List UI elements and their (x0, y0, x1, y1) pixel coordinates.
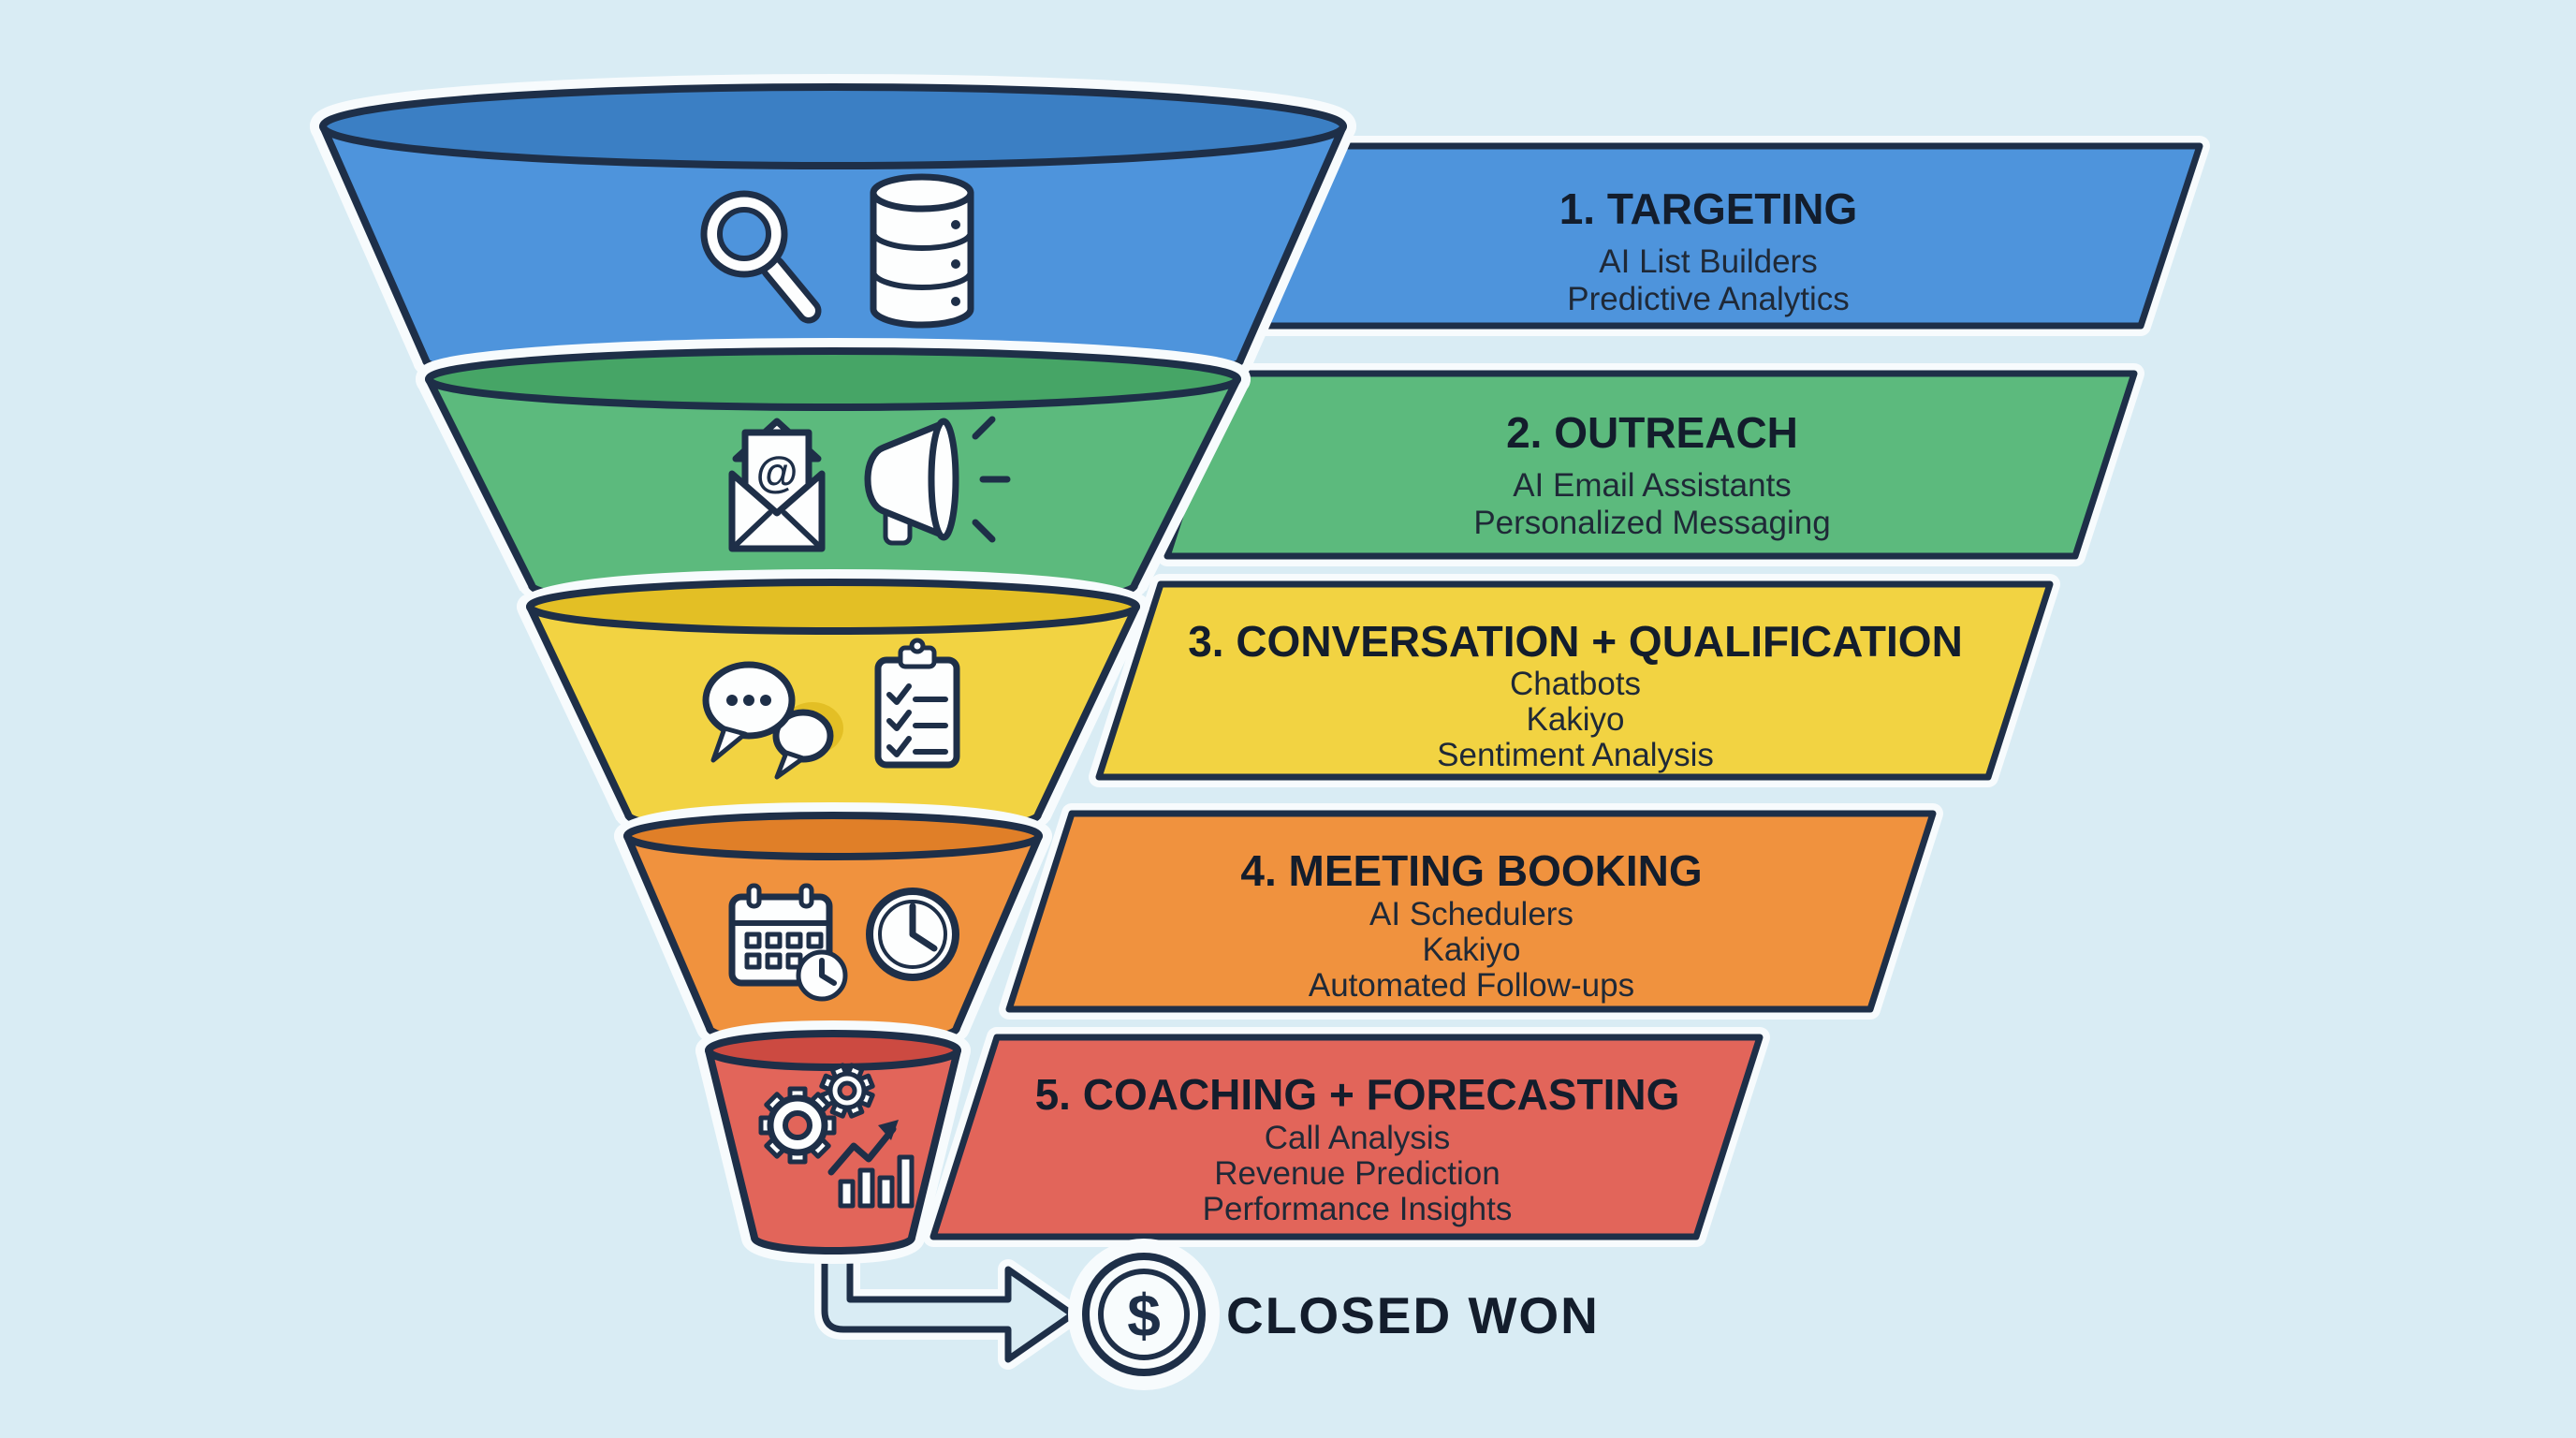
stage-item: Kakiyo (1422, 932, 1520, 968)
megaphone-bell (928, 418, 959, 541)
checklist-clipboard-icon (874, 638, 960, 769)
clock-inner-ring (878, 900, 947, 969)
gear-large (758, 1086, 837, 1165)
database-icon (870, 173, 974, 329)
stage-label-conversation-qualification: 3. CONVERSATION + QUALIFICATION Chatbots… (1089, 574, 2060, 787)
sound-waves (972, 416, 1011, 543)
calendar-cell (785, 932, 803, 949)
database-dot (951, 297, 960, 306)
stage-item: AI Schedulers (1369, 896, 1573, 932)
stage-item: AI List Builders (1599, 243, 1817, 280)
bar (897, 1154, 915, 1209)
stage-title: 3. CONVERSATION + QUALIFICATION (1188, 617, 1963, 666)
checklist-row (886, 710, 948, 731)
label-shape (1005, 810, 1937, 1013)
chat-bubble-small (772, 709, 834, 780)
funnel-stage-meeting-booking (614, 802, 1052, 1058)
bar (857, 1167, 875, 1209)
gear-small (819, 1063, 875, 1119)
stage-item: Automated Follow-ups (1309, 967, 1634, 1004)
stage-top-opening (526, 579, 1140, 635)
stage-top-opening (425, 347, 1241, 411)
stage-item: Predictive Analytics (1567, 281, 1850, 317)
bubble-tail (774, 750, 806, 780)
clipboard-clip-ring (909, 638, 926, 654)
magnifier-handle (767, 261, 815, 317)
calendar-cell (765, 932, 783, 949)
stage-item: Performance Insights (1203, 1191, 1513, 1227)
trend-arrowhead (878, 1120, 899, 1140)
at-symbol: @ (756, 448, 798, 496)
stage-top-opening (623, 812, 1043, 860)
checklist-row (886, 683, 948, 705)
coin-inner-ring (1098, 1269, 1190, 1360)
clock-hands (909, 902, 938, 952)
database-top (870, 173, 974, 213)
growth-chart-icon (827, 1120, 915, 1209)
calendar-hanger (798, 883, 814, 909)
megaphone-icon (864, 416, 1011, 546)
calendar-cell (806, 932, 824, 949)
label-shape (1095, 580, 2054, 781)
magnifier-lens (717, 207, 771, 261)
gears-icon (758, 1063, 875, 1165)
trend-line (827, 1125, 897, 1176)
dollar-coin-icon: $ (1068, 1239, 1220, 1390)
magnifier-icon (700, 190, 822, 324)
database-band (871, 269, 973, 290)
stage-item: Sentiment Analysis (1437, 737, 1714, 773)
calendar-hanger (746, 883, 762, 909)
gear-hole (837, 1080, 857, 1101)
checklist-row (886, 736, 948, 757)
stage-title: 1. TARGETING (1559, 184, 1858, 233)
mini-clock-hands (819, 958, 837, 986)
calendar-cell (744, 952, 762, 970)
calendar-cell (765, 952, 783, 970)
funnel-stage-outreach: @ (416, 338, 1251, 623)
database-body (870, 189, 974, 329)
calendar-cell (785, 952, 803, 970)
stage-item: Kakiyo (1526, 701, 1624, 738)
stage-label-targeting: 1. TARGETING AI List Builders Predictive… (1208, 136, 2210, 336)
stage-top-opening (319, 83, 1347, 169)
funnel-stage-coaching (695, 1020, 971, 1264)
stage-item: Chatbots (1510, 666, 1641, 702)
typing-dot (760, 695, 771, 706)
label-shape (929, 1034, 1764, 1240)
stage-label-outreach: 2. OUTREACH AI Email Assistants Personal… (1157, 363, 2144, 566)
bubble-tail (710, 726, 748, 763)
calendar-cell (744, 932, 762, 949)
database-band (871, 229, 973, 251)
closed-won-label: CLOSED WON (1226, 1286, 1600, 1344)
database-dot (951, 259, 960, 269)
funnel-stage-conversation (517, 569, 1149, 848)
typing-dot (743, 695, 754, 706)
chat-bubble-large (702, 661, 796, 763)
stage-label-coaching-forecasting: 5. COACHING + FORECASTING Call Analysis … (923, 1027, 1770, 1247)
stage-item: AI Email Assistants (1513, 467, 1792, 504)
stage-item: Revenue Prediction (1214, 1155, 1500, 1192)
bar (838, 1179, 856, 1209)
clock-icon (866, 888, 959, 981)
elbow-arrow-icon (821, 1240, 1076, 1363)
typing-dot (726, 695, 738, 706)
email-at-icon: @ (728, 418, 826, 552)
envelope-fold-lines (729, 510, 825, 551)
database-dot (951, 220, 960, 229)
megaphone-horn (864, 419, 947, 539)
stage-title: 5. COACHING + FORECASTING (1035, 1070, 1680, 1119)
stage-top-opening (705, 1030, 961, 1071)
stage-title: 4. MEETING BOOKING (1240, 846, 1702, 895)
stage-item: Personalized Messaging (1473, 505, 1830, 541)
stage-item: Call Analysis (1265, 1120, 1450, 1156)
calendar-icon (728, 883, 848, 1002)
stage-title: 2. OUTREACH (1506, 408, 1798, 457)
bar (877, 1175, 895, 1209)
closed-won-flow: $ CLOSED WON (814, 1233, 1600, 1390)
gear-hole (783, 1110, 812, 1140)
dollar-sign: $ (1127, 1282, 1161, 1349)
chat-bubbles-icon (702, 661, 843, 780)
stage-label-meeting-booking: 4. MEETING BOOKING AI Schedulers Kakiyo … (999, 803, 1943, 1020)
